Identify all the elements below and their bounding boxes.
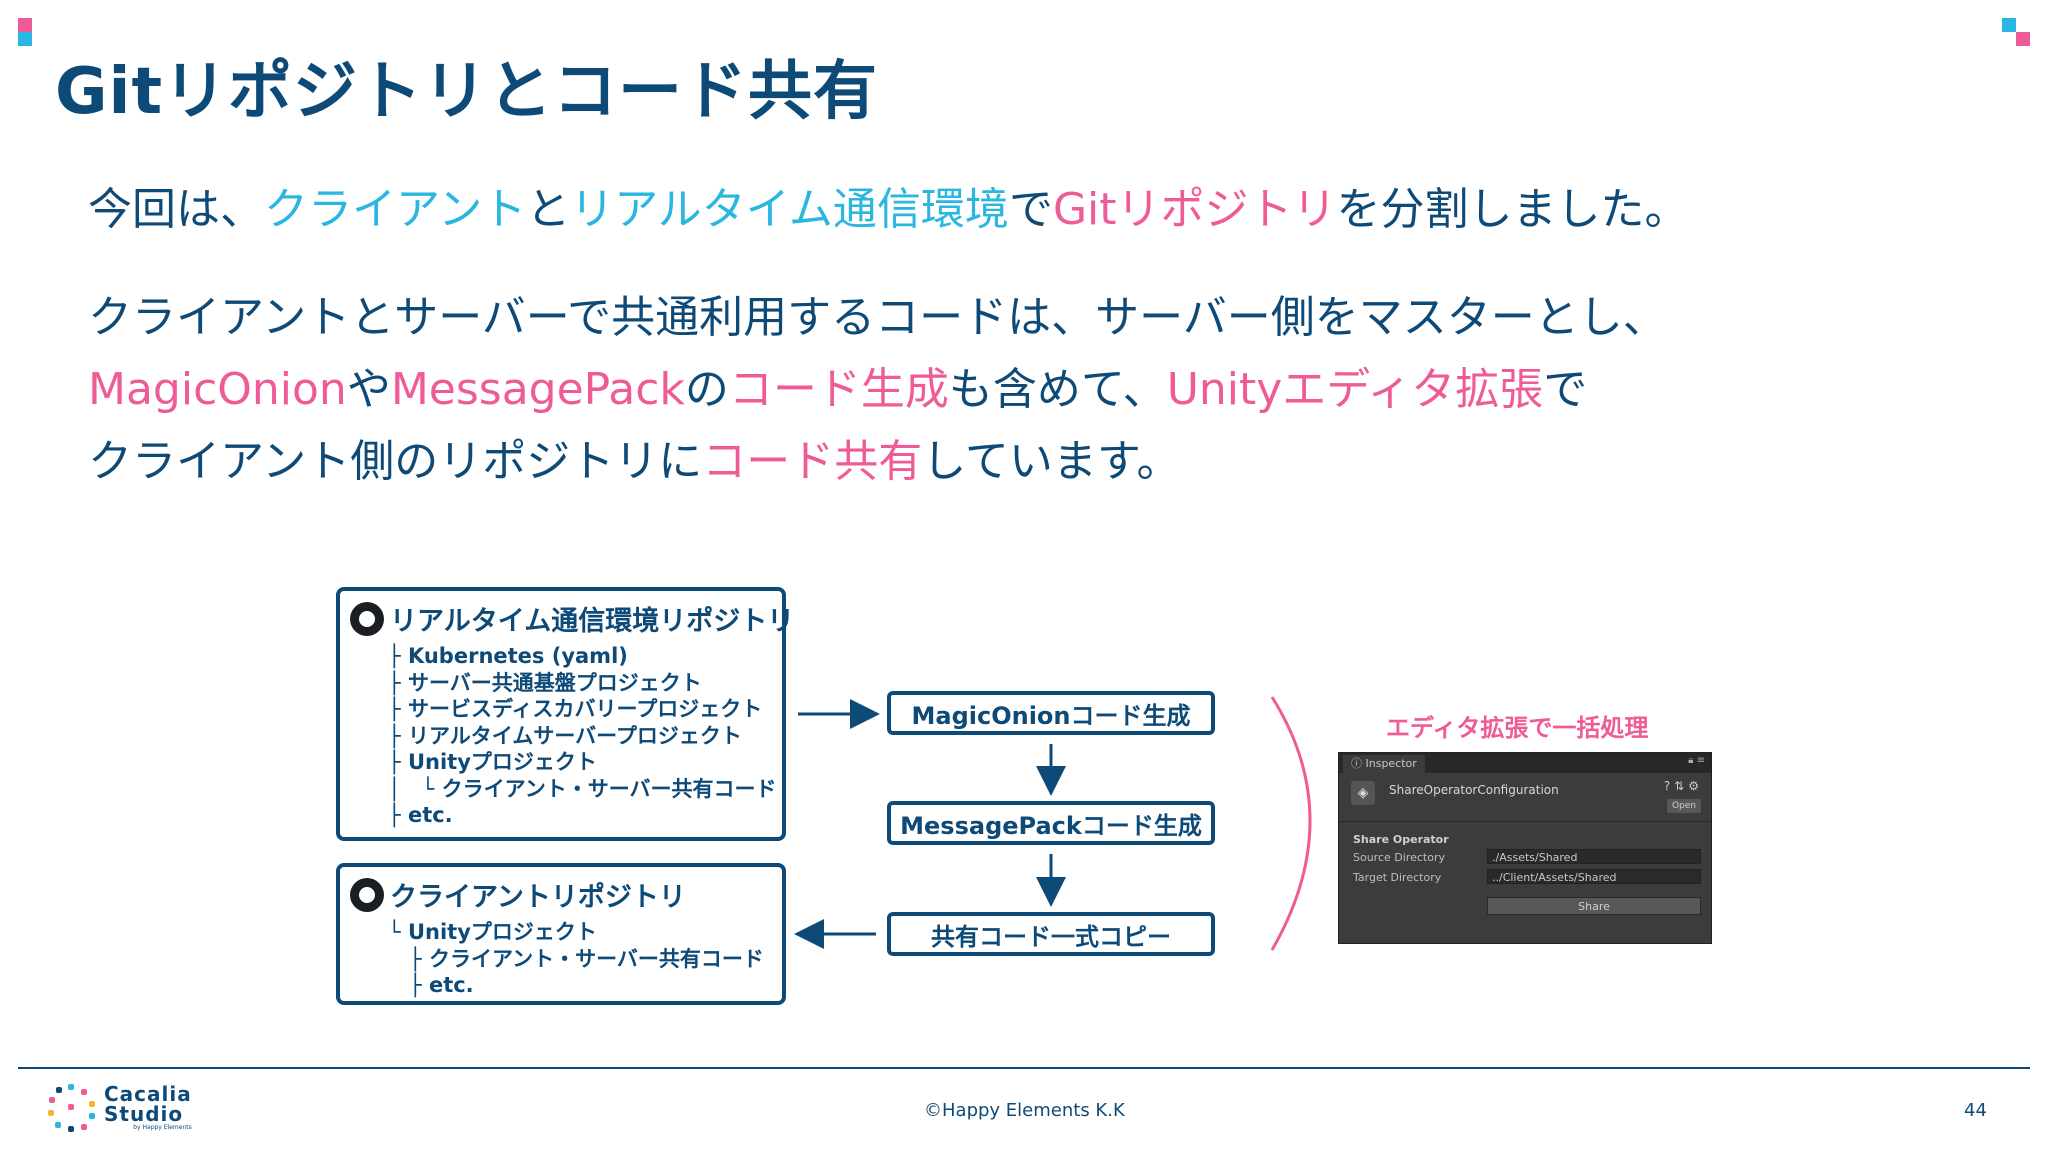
tree-item: ├ リアルタイムサーバープロジェクト xyxy=(388,723,742,748)
text-segment: で xyxy=(1008,184,1053,235)
inspector-tab-label: Inspector xyxy=(1365,757,1417,770)
tree-item: └ Unityプロジェクト xyxy=(388,920,597,944)
text-segment: MagicOnion xyxy=(88,364,347,415)
text-segment: コード生成 xyxy=(728,364,949,415)
text-segment: Gitリポジトリ xyxy=(1052,184,1337,235)
detail-line-3: クライアント側のリポジトリにコード共有しています。 xyxy=(88,426,1667,498)
tree-item: ├ クライアント・サーバー共有コード xyxy=(388,946,764,971)
unity-asset-icon: ◈ xyxy=(1351,781,1375,805)
tree-item: │ └ クライアント・サーバー共有コード xyxy=(388,776,777,801)
server-repo-title: リアルタイム通信環境リポジトリ xyxy=(350,599,794,638)
text-segment: や xyxy=(346,364,391,415)
page-number: 44 xyxy=(1964,1100,1987,1121)
logo-line-2: Studio xyxy=(104,1102,184,1126)
editor-caption: エディタ拡張で一括処理 xyxy=(1386,714,1649,742)
corner-mark-top-left xyxy=(18,18,32,32)
detail-paragraph: クライアントとサーバーで共通利用するコードは、サーバー側をマスターとし、 Mag… xyxy=(88,282,1667,498)
editor-bracket xyxy=(1270,696,1312,951)
corner-mark-top-right-2 xyxy=(2016,32,2030,46)
flow-step-copy: 共有コード一式コピー xyxy=(887,912,1215,956)
text-segment: 今回は、 xyxy=(88,184,264,235)
component-settings-icons[interactable]: ?⇅⚙ xyxy=(1663,779,1703,793)
text-segment: クライアント xyxy=(264,184,527,235)
flow-step-messagepack: MessagePackコード生成 xyxy=(887,801,1215,845)
slide-title: Gitリポジトリとコード共有 xyxy=(55,55,879,129)
detail-line-2: MagicOnionやMessagePackのコード生成も含めて、Unityエデ… xyxy=(88,354,1667,426)
info-icon: ⓘ xyxy=(1351,757,1366,770)
section-label: Share Operator xyxy=(1353,833,1449,846)
text-segment: リアルタイム通信環境 xyxy=(570,184,1009,235)
client-repo-title-text: クライアントリポジトリ xyxy=(390,882,686,913)
server-repo-box: リアルタイム通信環境リポジトリ ├ Kubernetes (yaml) ├ サー… xyxy=(336,587,794,841)
text-segment: クライアントとサーバーで共通利用するコードは、サーバー側をマスターとし、 xyxy=(88,292,1667,343)
client-repo-box: クライアントリポジトリ └ Unityプロジェクト ├ クライアント・サーバー共… xyxy=(336,863,786,1005)
server-repo-title-text: リアルタイム通信環境リポジトリ xyxy=(390,606,795,637)
tree-item: ├ Unityプロジェクト xyxy=(388,750,597,774)
detail-line-1: クライアントとサーバーで共通利用するコードは、サーバー側をマスターとし、 xyxy=(88,282,1667,354)
tree-item: ├ Kubernetes (yaml) xyxy=(388,644,628,668)
logo-text: Cacalia Studio by Happy Elements xyxy=(104,1084,192,1132)
github-icon xyxy=(350,877,384,912)
open-button[interactable]: Open xyxy=(1667,799,1701,813)
inspector-separator xyxy=(1339,821,1711,822)
text-segment: と xyxy=(526,184,571,235)
target-directory-label: Target Directory xyxy=(1353,871,1442,884)
flow-step-magiconion: MagicOnionコード生成 xyxy=(887,691,1215,735)
server-repo-tree: ├ Kubernetes (yaml) ├ サーバー共通基盤プロジェクト ├ サ… xyxy=(388,643,777,829)
text-segment: コード共有 xyxy=(702,436,923,487)
inspector-tab[interactable]: ⓘ Inspector xyxy=(1343,755,1425,773)
text-segment: で xyxy=(1543,364,1588,415)
text-segment: クライアント側のリポジトリに xyxy=(88,436,703,487)
source-directory-label: Source Directory xyxy=(1353,851,1445,864)
github-icon xyxy=(350,601,384,636)
tree-item: ├ etc. xyxy=(388,803,453,827)
logo-mark-icon xyxy=(48,1084,96,1132)
cacalia-studio-logo: Cacalia Studio by Happy Elements xyxy=(48,1084,192,1132)
inspector-panel: ⓘ Inspector 🔒︎ ≡ ◈ ShareOperatorConfigur… xyxy=(1338,752,1712,944)
text-segment: Unityエディタ拡張 xyxy=(1166,364,1544,415)
target-directory-field[interactable]: ../Client/Assets/Shared xyxy=(1487,869,1701,884)
lock-menu-icon[interactable]: 🔒︎ ≡ xyxy=(1688,755,1705,766)
logo-line-1: Cacalia xyxy=(104,1082,192,1106)
tree-item: ├ etc. xyxy=(388,973,474,997)
component-name: ShareOperatorConfiguration xyxy=(1389,783,1559,797)
copyright-text: ©Happy Elements K.K xyxy=(924,1100,1125,1121)
logo-sub: by Happy Elements xyxy=(133,1124,192,1131)
text-segment: しています。 xyxy=(922,436,1181,487)
intro-paragraph: 今回は、クライアントとリアルタイム通信環境でGitリポジトリを分割しました。 xyxy=(88,174,1689,246)
text-segment: の xyxy=(684,364,729,415)
footer-divider xyxy=(18,1067,2030,1069)
tree-item: ├ サーバー共通基盤プロジェクト xyxy=(388,670,702,695)
text-segment: MessagePack xyxy=(390,364,685,415)
inspector-tabbar: ⓘ Inspector 🔒︎ ≡ xyxy=(1339,753,1711,773)
corner-mark-top-left-2 xyxy=(18,32,32,46)
text-segment: も含めて、 xyxy=(948,364,1167,415)
client-repo-tree: └ Unityプロジェクト ├ クライアント・サーバー共有コード ├ etc. xyxy=(388,919,764,999)
text-segment: を分割しました。 xyxy=(1336,184,1689,235)
client-repo-title: クライアントリポジトリ xyxy=(350,875,686,914)
corner-mark-top-right xyxy=(2002,18,2016,32)
source-directory-field[interactable]: ./Assets/Shared xyxy=(1487,849,1701,864)
tree-item: ├ サービスディスカバリープロジェクト xyxy=(388,697,763,721)
intro-line: 今回は、クライアントとリアルタイム通信環境でGitリポジトリを分割しました。 xyxy=(88,184,1689,235)
share-button[interactable]: Share xyxy=(1487,897,1701,915)
